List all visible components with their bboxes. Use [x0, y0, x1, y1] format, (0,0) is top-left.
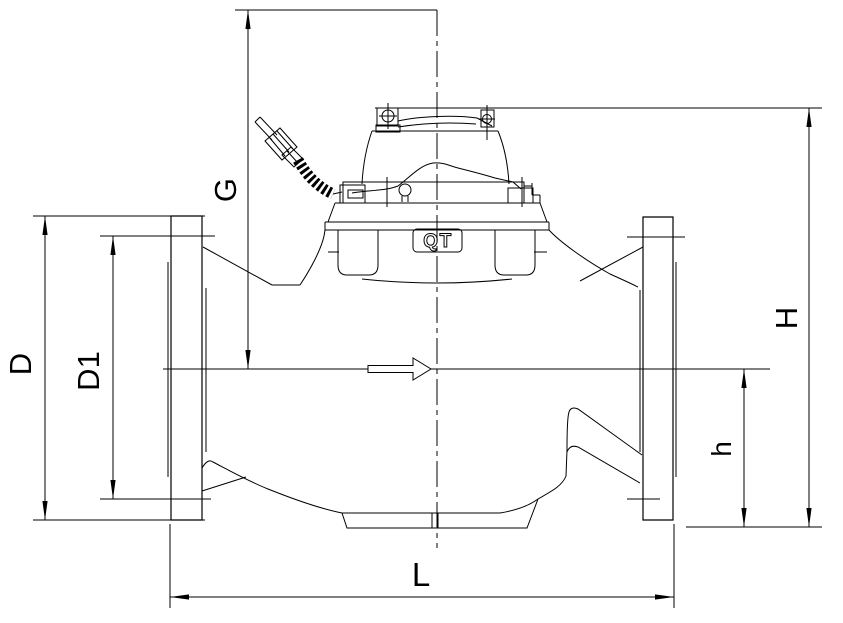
marking-plate — [413, 229, 462, 252]
dim-h-arrow-bottom — [741, 508, 747, 527]
dim-G-label: G — [208, 178, 243, 202]
cap-left-screw-crosshair — [379, 103, 397, 129]
lead-seal — [399, 184, 411, 196]
left-hub-cone-top — [203, 247, 272, 285]
lead-seal-legs — [402, 196, 408, 202]
left-shoulder-curve — [300, 230, 325, 285]
dimension-h: h — [706, 369, 747, 527]
band-left-lug-inset — [348, 190, 363, 198]
right-flange — [643, 217, 673, 520]
dim-D1-label: D1 — [71, 351, 106, 391]
hanging-lug-left — [338, 230, 378, 275]
dim-L-label: L — [412, 556, 430, 593]
dim-H-arrow-bottom — [806, 508, 812, 527]
right-belly-curve — [500, 450, 567, 513]
dome-right-edge — [498, 131, 509, 184]
dim-L-arrow-right — [655, 594, 674, 600]
dim-G-arrow-bottom — [245, 350, 251, 369]
right-hub-cone-top — [580, 247, 643, 281]
cap-right-screw-crosshair — [479, 105, 495, 140]
cable-connector — [265, 128, 297, 160]
meter-head: QT — [325, 103, 549, 283]
cable-ferrule-hatch — [287, 151, 298, 163]
dimension-D1: D1 — [71, 236, 215, 499]
cap-top-arc — [398, 116, 492, 126]
dim-h-arrow-top — [741, 369, 747, 388]
dim-H-arrow-top — [806, 108, 812, 127]
dome-left-edge — [362, 131, 372, 184]
adapter-side-edges — [328, 203, 547, 222]
band-right-lug — [508, 188, 533, 203]
flow-direction-arrow-icon — [368, 358, 431, 380]
dim-D-arrow-bottom — [42, 501, 48, 520]
bottom-pad — [342, 499, 538, 528]
dimensions: G D D1 H — [3, 10, 822, 608]
dim-D-arrow-top — [42, 216, 48, 235]
centerlines — [163, 10, 770, 548]
band-left-lug — [340, 185, 365, 203]
dimension-L: L — [170, 524, 674, 608]
body-marking-text: QT — [423, 231, 452, 252]
dimension-G: G — [208, 10, 437, 369]
cable-wire-pins — [255, 117, 277, 140]
right-diffuser-upper-slant — [567, 408, 642, 455]
cable-connector-hatch — [269, 131, 293, 156]
dim-D1-arrow-bottom — [110, 480, 116, 499]
dim-H-label: H — [769, 307, 804, 329]
dim-D1-arrow-top — [110, 236, 116, 255]
left-belly-curve — [202, 461, 342, 513]
dim-L-arrow-left — [170, 594, 189, 600]
dimension-H: H — [375, 108, 822, 527]
dim-h-label: h — [706, 441, 737, 457]
left-flange — [171, 216, 202, 520]
meter-body — [168, 216, 685, 528]
band-right-step — [524, 183, 540, 203]
cable-assembly — [255, 117, 342, 194]
cable-braid — [298, 160, 333, 194]
dimension-D: D — [3, 216, 205, 520]
right-diffuser-lower-slant — [567, 446, 640, 483]
left-hub-cone-bottom — [202, 477, 246, 491]
cable-attach-line — [333, 192, 342, 194]
register-ring-band — [343, 182, 524, 203]
dim-D-label: D — [3, 353, 38, 375]
body-top-plate — [325, 222, 549, 230]
barrel-top-arc — [362, 279, 512, 283]
cap-bottom-arc — [398, 123, 476, 127]
right-shoulder-curve — [549, 230, 638, 287]
hanging-lug-right — [495, 230, 535, 275]
seal-wire — [352, 163, 521, 193]
dim-G-arrow-top — [245, 10, 251, 29]
